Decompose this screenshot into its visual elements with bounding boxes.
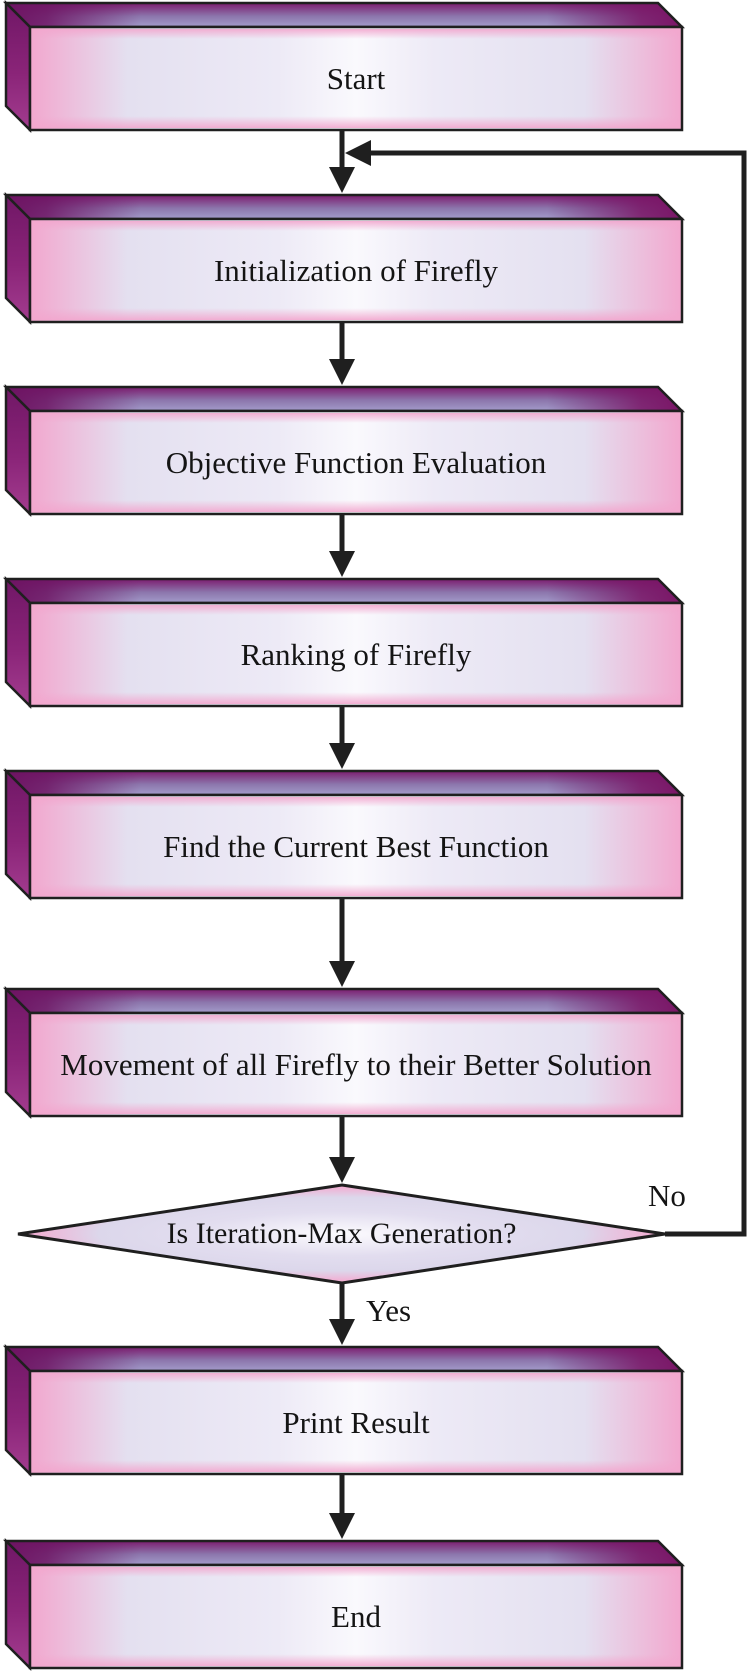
no-loop-arrowhead	[345, 140, 371, 166]
box-front-overlay	[32, 1567, 680, 1666]
box-top-face-shade	[2, 385, 686, 413]
edge-label-yes: Yes	[366, 1293, 412, 1328]
node-start-shape	[2, 0, 686, 134]
box-top-face-shade	[2, 193, 686, 221]
box-top-face-shade	[2, 1539, 686, 1567]
node-label-objective: Objective Function Evaluation	[165, 444, 547, 480]
box-top-face-shade	[2, 1345, 686, 1373]
box-left-face	[4, 0, 32, 134]
node-label-init: Initialization of Firefly	[213, 252, 499, 288]
node-ranking-shape	[2, 575, 686, 710]
box-top-face-shade	[2, 987, 686, 1015]
box-top-face-shade	[2, 1, 686, 29]
arrowhead	[329, 359, 355, 385]
node-movement-shape	[2, 985, 686, 1120]
arrowhead	[329, 961, 355, 987]
box-top-face-shade	[2, 769, 686, 797]
arrowhead	[329, 1319, 355, 1345]
node-label-end: End	[331, 1598, 381, 1634]
node-objective-shape	[2, 383, 686, 518]
box-front-overlay	[32, 1015, 680, 1114]
box-front-overlay	[32, 605, 680, 704]
arrowhead	[329, 743, 355, 769]
edge-label-no: No	[648, 1178, 686, 1213]
node-label-best: Find the Current Best Function	[163, 828, 549, 864]
box-front-overlay	[32, 413, 680, 512]
node-label-movement: Movement of all Firefly to their Better …	[60, 1046, 652, 1082]
box-front-overlay	[32, 797, 680, 896]
box-left-face	[4, 1343, 32, 1478]
flow-arrowheads	[329, 167, 355, 1539]
no-loop-line	[368, 150, 747, 1237]
box-front-overlay	[32, 221, 680, 320]
arrowhead	[329, 1513, 355, 1539]
node-end-shape	[2, 1537, 686, 1672]
box-left-face	[4, 767, 32, 902]
box-top-face-shade	[2, 577, 686, 605]
box-front-overlay	[32, 29, 680, 128]
box-left-face	[4, 383, 32, 518]
arrowhead	[329, 1157, 355, 1183]
node-label-start: Start	[326, 60, 386, 96]
arrowhead	[329, 167, 355, 193]
node-init-shape	[2, 191, 686, 326]
node-print-shape	[2, 1343, 686, 1478]
node-label-decision: Is Iteration-Max Generation?	[166, 1217, 517, 1250]
box-left-face	[4, 985, 32, 1120]
box-front-overlay	[32, 1373, 680, 1472]
node-label-ranking: Ranking of Firefly	[240, 636, 472, 672]
box-left-face	[4, 191, 32, 326]
box-left-face	[4, 1537, 32, 1672]
arrowhead	[329, 551, 355, 577]
node-label-print: Print Result	[282, 1404, 430, 1440]
node-best-shape	[2, 767, 686, 902]
box-left-face	[4, 575, 32, 710]
